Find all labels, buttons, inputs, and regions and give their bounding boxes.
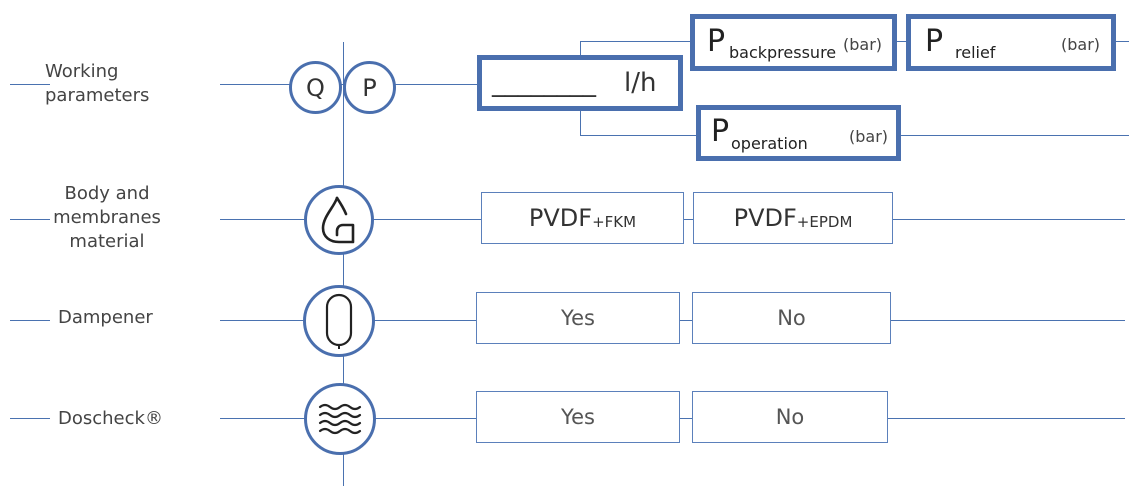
dampener-no-option[interactable]: No	[692, 292, 891, 344]
operation-symbol: P	[711, 114, 730, 149]
row-dash-working	[10, 84, 50, 85]
backpressure-symbol: P	[707, 24, 726, 59]
dampener-label: Dampener	[58, 307, 153, 328]
row-dash-doscheck	[10, 418, 50, 419]
option-label: Yes	[561, 405, 595, 429]
p-letter: P	[362, 73, 377, 102]
material-option-epdm[interactable]: PVDF+EPDM	[693, 192, 893, 244]
waves-icon[interactable]	[304, 383, 376, 455]
branch-bottom	[580, 135, 698, 136]
doscheck-no-option[interactable]: No	[692, 391, 888, 443]
doscheck-label: Doscheck®	[58, 408, 163, 429]
material-main: PVDF	[528, 204, 593, 232]
connector-bp-relief	[894, 41, 908, 42]
label-line: Working	[45, 61, 119, 82]
relief-pressure-field[interactable]: P relief (bar)	[906, 14, 1116, 71]
doscheck-yes-option[interactable]: Yes	[476, 391, 680, 443]
option-label: Yes	[561, 306, 595, 330]
option-label: No	[775, 405, 805, 429]
vertical-trunk	[343, 42, 344, 486]
backpressure-unit: (bar)	[843, 35, 883, 54]
flow-rate-field[interactable]: ________ l/h	[477, 55, 683, 111]
row-dash-body	[10, 219, 50, 220]
q-letter: Q	[306, 73, 325, 102]
drop-icon-svg	[321, 196, 355, 244]
operation-unit: (bar)	[849, 127, 889, 146]
label-line: material	[69, 231, 145, 252]
backpressure-field[interactable]: P backpressure (bar)	[690, 14, 897, 71]
option-label: No	[777, 306, 806, 330]
material-sub: +EPDM	[796, 213, 853, 231]
label-line: parameters	[45, 85, 150, 106]
relief-symbol: P	[925, 24, 944, 59]
dampener-yes-option[interactable]: Yes	[476, 292, 680, 344]
label-line: Body and	[64, 183, 150, 204]
relief-subscript: relief	[955, 43, 996, 62]
line-after-relief	[1115, 41, 1129, 42]
material-option-fkm[interactable]: PVDF+FKM	[481, 192, 684, 244]
line-after-operation	[900, 135, 1129, 136]
pressure-p-node[interactable]: P	[343, 61, 396, 114]
operation-subscript: operation	[731, 134, 808, 153]
flow-unit: l/h	[624, 68, 657, 98]
capsule-icon-svg	[325, 293, 353, 349]
body-material-label: Body and membranes material	[52, 182, 162, 254]
flow-q-node[interactable]: Q	[289, 61, 342, 114]
capsule-icon[interactable]	[303, 285, 375, 357]
working-parameters-label: Working parameters	[45, 60, 160, 108]
backpressure-subscript: backpressure	[729, 43, 837, 62]
flow-blank: ________	[492, 68, 596, 98]
material-sub: +FKM	[592, 213, 637, 231]
waves-icon-svg	[318, 403, 362, 435]
relief-unit: (bar)	[1061, 35, 1101, 54]
row-dash-dampener	[10, 320, 50, 321]
operation-pressure-field[interactable]: P operation (bar)	[696, 105, 901, 161]
drop-icon[interactable]	[304, 185, 374, 255]
branch-top	[580, 41, 692, 42]
label-line: membranes	[53, 207, 161, 228]
material-main: PVDF	[733, 204, 797, 232]
